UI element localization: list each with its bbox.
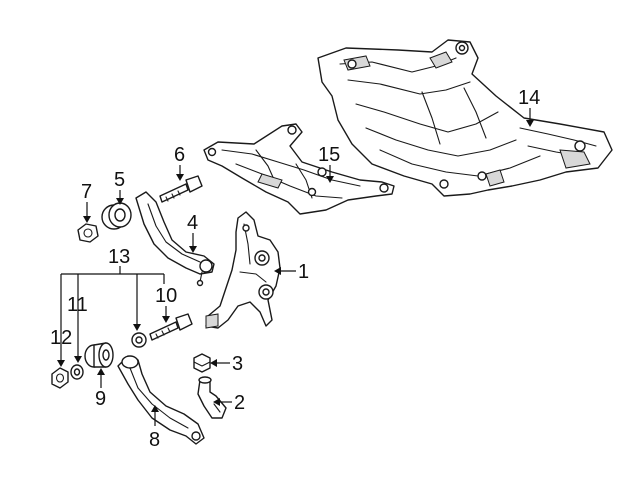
washer-part-11 (70, 364, 84, 380)
crossmember-part-15 (203, 123, 395, 215)
bolt-part-10 (149, 313, 193, 341)
callout-1: 1 (298, 261, 309, 283)
lower-control-arm-part-8 (117, 355, 205, 445)
nut-part-7 (77, 223, 99, 243)
callout-13: 13 (108, 246, 130, 268)
callout-10: 10 (155, 285, 177, 307)
callout-labels: 1 2 3 4 5 6 7 8 9 10 11 12 13 14 15 (50, 87, 540, 451)
callout-8: 8 (149, 429, 160, 451)
subframe-part-14 (317, 39, 613, 197)
steering-knuckle-part-1 (205, 211, 281, 329)
bushing-part-9 (84, 342, 114, 368)
nut-part-12 (51, 367, 69, 389)
callout-15: 15 (318, 144, 340, 166)
washer-part-13 (131, 332, 147, 348)
leader-lines (57, 108, 534, 426)
bolt-part-6 (159, 175, 203, 203)
callout-11: 11 (67, 294, 88, 316)
callout-14: 14 (518, 87, 540, 109)
callout-9: 9 (95, 388, 106, 410)
ball-joint-part-2 (197, 376, 227, 419)
callout-5: 5 (114, 169, 125, 191)
callout-3: 3 (232, 353, 243, 375)
callout-6: 6 (174, 144, 185, 166)
callout-12: 12 (50, 327, 72, 349)
nut-part-3 (193, 353, 211, 373)
control-arm-part-4 (135, 191, 215, 287)
callout-4: 4 (187, 212, 198, 234)
callout-7: 7 (81, 181, 92, 203)
callout-2: 2 (234, 392, 245, 414)
bushing-part-5 (101, 202, 132, 230)
